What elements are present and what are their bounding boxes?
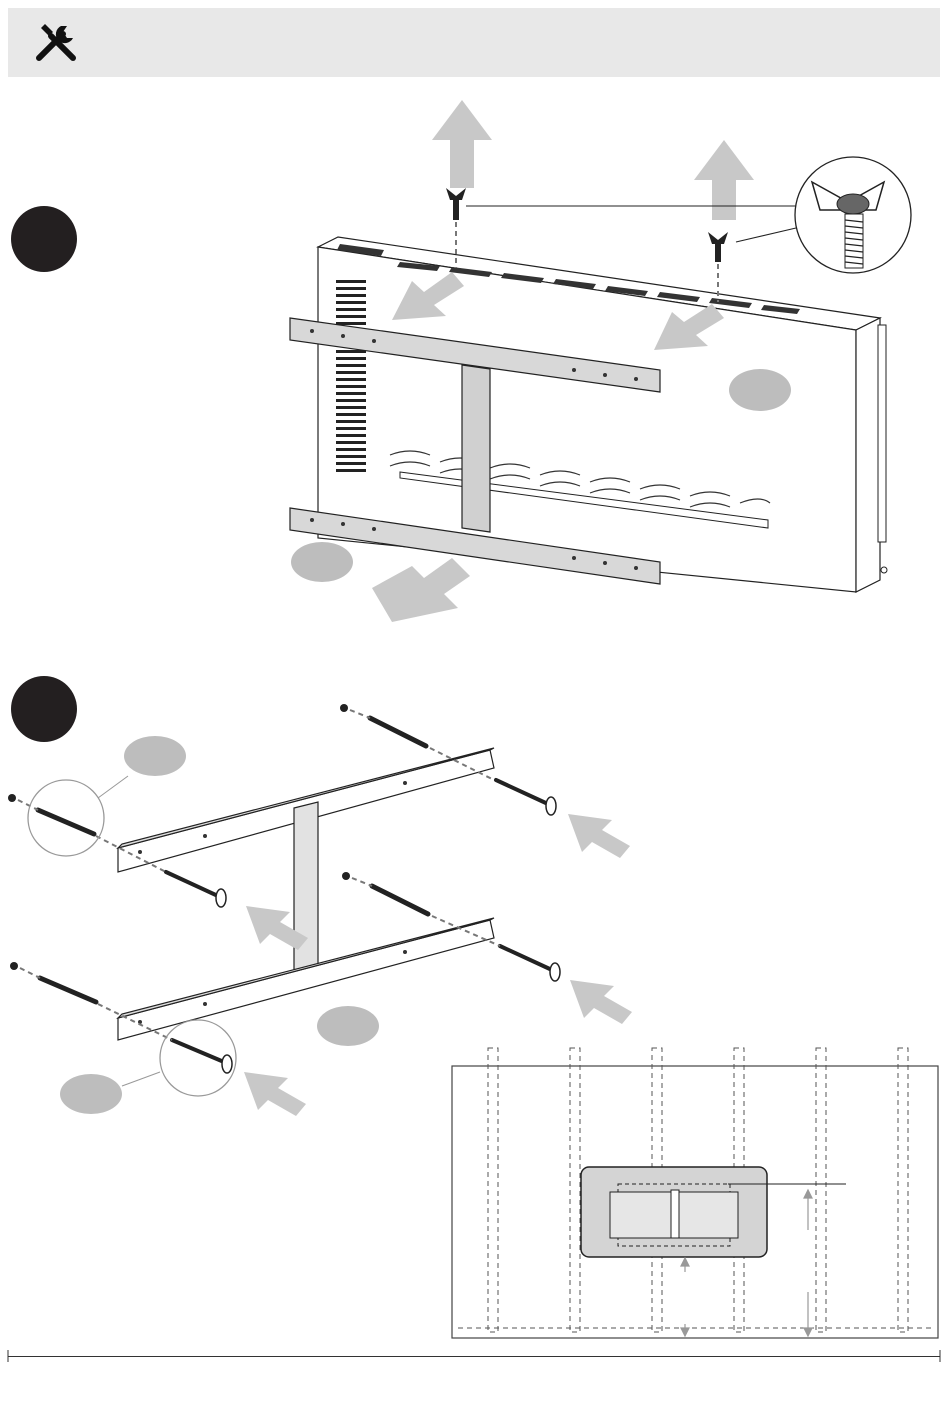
wall-stud-diagram xyxy=(452,1048,938,1338)
wing-nut-right xyxy=(708,232,728,262)
bottom-rule xyxy=(8,1356,940,1357)
callout-e xyxy=(60,1074,122,1114)
up-arrow-left xyxy=(432,100,492,188)
anchor-detail-circle xyxy=(28,780,104,856)
up-arrow-right xyxy=(694,140,754,220)
side-rail xyxy=(878,325,886,542)
callout-c xyxy=(124,736,186,776)
step-badge-1 xyxy=(11,206,77,272)
wing-nut-left xyxy=(446,188,466,220)
callout-b xyxy=(291,542,353,582)
arrow-down-left-3 xyxy=(372,558,470,622)
side-vent-grille xyxy=(336,280,366,472)
step-badge-2 xyxy=(11,676,77,742)
bracket-step-2 xyxy=(118,748,494,1040)
callout-a xyxy=(729,369,791,411)
callout-d xyxy=(317,1006,379,1046)
